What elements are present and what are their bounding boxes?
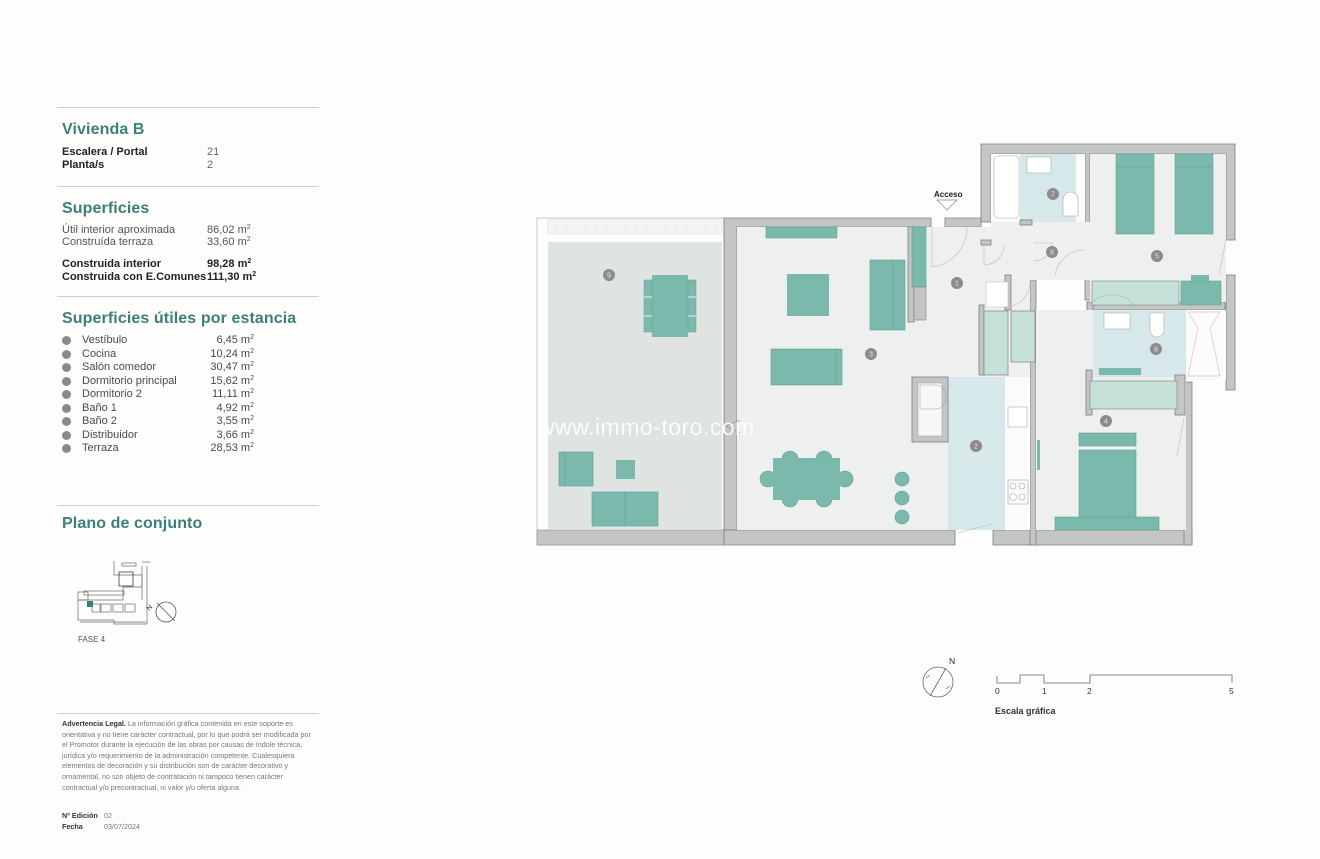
room-marker-number: 5 bbox=[1155, 254, 1159, 261]
room-number-badge bbox=[62, 363, 71, 372]
room-marker-number: 2 bbox=[974, 444, 978, 451]
scale-label: Escala gráfica bbox=[995, 706, 1056, 716]
room-marker-number: 9 bbox=[607, 273, 611, 280]
phase-label: FASE 4 bbox=[78, 635, 106, 644]
room-marker bbox=[1100, 415, 1112, 427]
scale-tick: 2 bbox=[1087, 686, 1092, 696]
edition-label: Nº Edición bbox=[62, 811, 98, 820]
room-marker-number: 7 bbox=[1051, 192, 1055, 199]
room-marker-number: 4 bbox=[1104, 419, 1108, 426]
scale-tick: 0 bbox=[995, 686, 1000, 696]
room-name: Terraza bbox=[82, 442, 119, 454]
edition-value: 02 bbox=[104, 811, 112, 820]
divider bbox=[57, 505, 319, 506]
scale-bar bbox=[996, 674, 1233, 684]
legal-notice: Advertencia Legal. La información gráfic… bbox=[62, 719, 312, 793]
field-value: 2 bbox=[207, 159, 214, 171]
scale-tick: 5 bbox=[1229, 686, 1234, 696]
room-marker bbox=[603, 269, 615, 281]
date-row: Fecha 03/07/2024 bbox=[62, 822, 140, 831]
north-label: N bbox=[949, 656, 956, 666]
room-area: 15,62 m2 bbox=[210, 374, 254, 387]
room-marker-number: 6 bbox=[1154, 347, 1158, 354]
superficie-value: 98,28 m2 bbox=[207, 258, 252, 270]
room-name: Cocina bbox=[82, 347, 117, 360]
room-markers: 1 2 3 4 5 6 7 8 9 bbox=[603, 188, 1163, 452]
room-marker bbox=[1151, 250, 1163, 262]
room-area: 10,24 m2 bbox=[210, 347, 254, 360]
room-number-badge bbox=[62, 349, 71, 359]
date-value: 03/07/2024 bbox=[104, 822, 140, 831]
room-marker-number: 8 bbox=[1050, 250, 1054, 257]
room-name: Baño 2 bbox=[82, 415, 117, 427]
divider bbox=[57, 713, 319, 714]
room-marker bbox=[1047, 188, 1059, 200]
conjunto-title: Plano de conjunto bbox=[62, 515, 203, 532]
room-number-badge bbox=[62, 390, 71, 399]
superficie-label: Construída terraza bbox=[62, 236, 154, 248]
room-marker bbox=[1150, 343, 1162, 355]
room-name: Salón comedor bbox=[82, 361, 156, 373]
room-name: Baño 1 bbox=[82, 401, 117, 414]
divider bbox=[57, 107, 319, 108]
room-area: 3,55 m2 bbox=[216, 415, 254, 427]
access-arrow-icon bbox=[936, 199, 958, 211]
superficie-value: 111,30 m2 bbox=[207, 271, 257, 283]
room-marker-number: 1 bbox=[955, 281, 959, 288]
room-marker bbox=[970, 440, 982, 452]
room-name: Distribuidor bbox=[82, 428, 138, 441]
room-number-badge bbox=[62, 430, 71, 440]
superficie-value: 86,02 m2 bbox=[207, 224, 251, 236]
room-marker bbox=[951, 277, 963, 289]
superficies-title: Superficies bbox=[62, 200, 150, 217]
room-area: 6,45 m2 bbox=[216, 334, 254, 346]
room-name: Dormitorio principal bbox=[82, 374, 177, 387]
room-area: 11,11 m2 bbox=[211, 388, 254, 400]
estancias-title: Superficies útiles por estancia bbox=[62, 310, 297, 327]
superficie-label: Construida interior bbox=[62, 258, 162, 270]
field-label: Escalera / Portal bbox=[62, 146, 148, 158]
distribuidor-floor bbox=[991, 222, 1090, 280]
north-compass-icon bbox=[922, 666, 954, 698]
room-area: 4,92 m2 bbox=[216, 401, 254, 414]
room-number-badge bbox=[62, 417, 71, 426]
field-value: 21 bbox=[207, 146, 220, 158]
shower-bg bbox=[1186, 310, 1226, 380]
room-area: 3,66 m2 bbox=[216, 428, 254, 441]
room-area: 28,53 m2 bbox=[210, 442, 254, 454]
room-area: 30,47 m2 bbox=[210, 361, 254, 373]
cocina-floor bbox=[948, 377, 1005, 530]
kitchen-counter bbox=[1005, 377, 1030, 530]
field-label: Planta/s bbox=[62, 159, 105, 171]
room-number-badge bbox=[62, 376, 71, 386]
room-name: Vestíbulo bbox=[82, 334, 128, 346]
superficie-value: 33,60 m2 bbox=[207, 236, 251, 248]
scale-tick: 1 bbox=[1042, 686, 1047, 696]
salon-furniture bbox=[759, 226, 927, 525]
room-marker bbox=[865, 348, 877, 360]
superficie-label: Útil interior aproximada bbox=[62, 224, 176, 236]
room-number-badge bbox=[62, 403, 71, 413]
access-label: Acceso bbox=[934, 190, 963, 199]
legal-text: La información gráfica contenida en este… bbox=[62, 719, 311, 792]
date-label: Fecha bbox=[62, 822, 83, 831]
terrace bbox=[536, 217, 725, 546]
edition-row: Nº Edición 02 bbox=[62, 811, 112, 820]
unit-title: Vivienda B bbox=[62, 121, 145, 138]
legal-heading: Advertencia Legal. bbox=[62, 719, 126, 728]
divider bbox=[57, 186, 319, 187]
room-number-badge bbox=[62, 336, 71, 345]
room-name: Dormitorio 2 bbox=[82, 388, 142, 400]
room-number-badge bbox=[62, 444, 71, 453]
superficie-label: Construida con E.Comunes bbox=[62, 271, 207, 283]
divider bbox=[57, 296, 319, 297]
room-marker bbox=[1046, 246, 1058, 258]
room-marker-number: 3 bbox=[869, 352, 873, 359]
